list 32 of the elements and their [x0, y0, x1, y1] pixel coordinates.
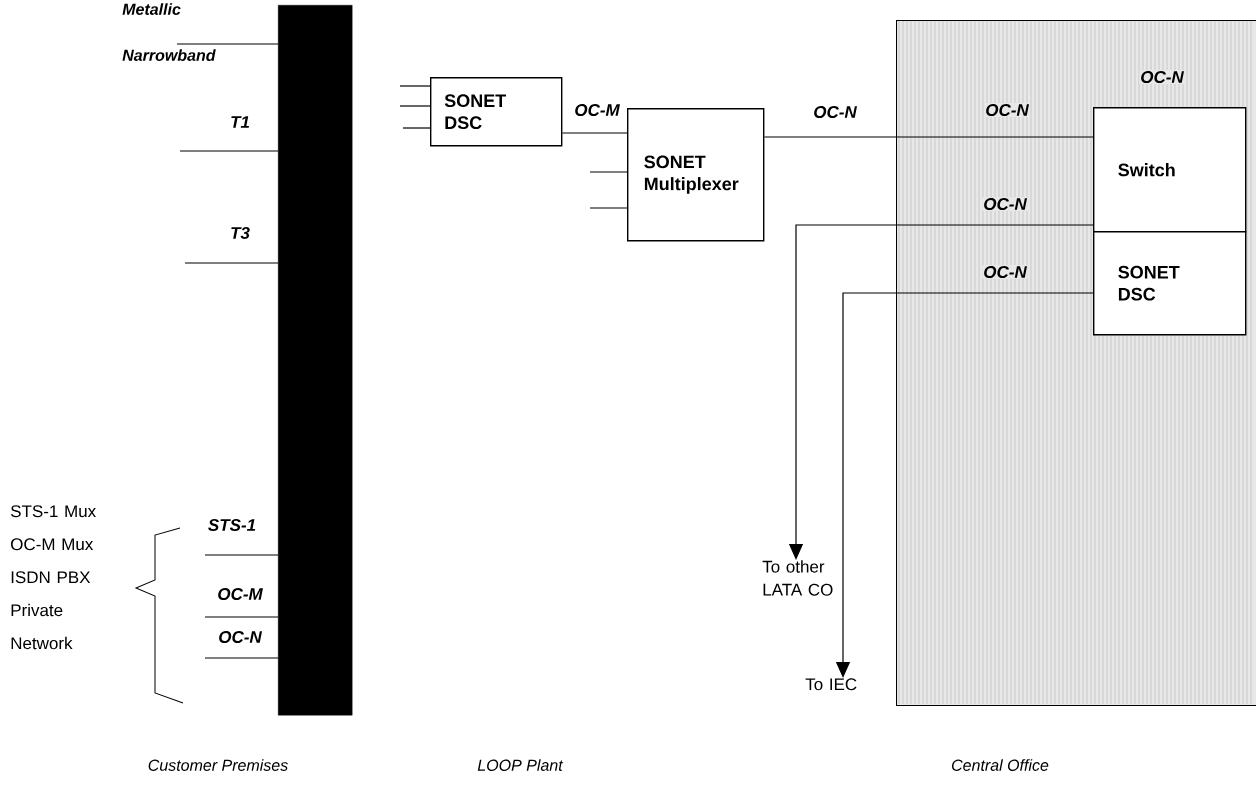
zone-caption: Central Office — [952, 759, 1049, 771]
edge-label: OC-N — [812, 105, 858, 119]
dsc-box: SONET DSC — [1093, 231, 1247, 336]
connector-line — [402, 127, 431, 129]
connector-line — [204, 616, 279, 618]
destination-text: To IEC — [805, 678, 857, 691]
connector-line — [204, 554, 279, 556]
connector-line — [763, 136, 1094, 138]
zone-caption: LOOP Plant — [477, 759, 564, 771]
edge-label: T1 — [229, 115, 251, 129]
connector-line — [179, 150, 279, 152]
multiplexer-box: SONET Multiplexer — [627, 108, 765, 242]
edge-label: OC-M — [216, 587, 264, 602]
edge-label: Metallic Narrowband — [122, 3, 216, 61]
connector-line — [589, 207, 628, 209]
zone-caption: Customer Premises — [148, 759, 288, 771]
demarcation-band — [278, 5, 353, 716]
connector-line — [589, 171, 628, 173]
edge-label: STS-1 — [206, 518, 258, 533]
dsc-box: SONET DSC — [430, 77, 563, 147]
connector-line — [399, 105, 431, 107]
edge-label: T3 — [229, 226, 251, 240]
connector-line — [399, 85, 431, 87]
destination-text: To other LATA CO — [762, 560, 833, 596]
connector-line — [176, 43, 279, 45]
switch-box: Switch — [1093, 107, 1247, 233]
edge-label: OC-N — [217, 630, 263, 645]
connector-line — [184, 262, 279, 264]
equipment-list: STS-1 Mux OC-M Mux ISDN PBX Private Network — [10, 505, 96, 650]
connector-line — [204, 657, 279, 659]
connector-line — [561, 132, 628, 134]
edge-label: OC-M — [573, 103, 621, 117]
